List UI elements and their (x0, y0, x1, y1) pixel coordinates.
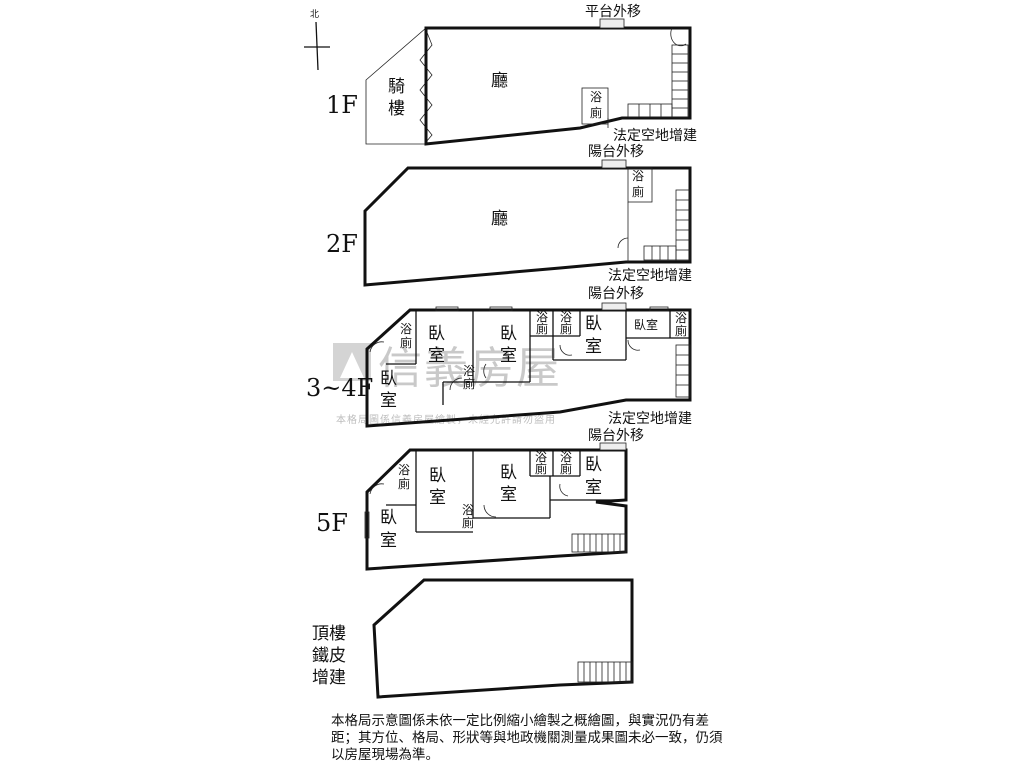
floor-2f-bath-label-2: 廁 (632, 184, 644, 199)
floor-3-4f-bath-c-label-2: 廁 (536, 321, 548, 336)
floor-3-4f-label: 3~4F (306, 374, 373, 402)
floor-5f-bedroom-4-label-2: 室 (585, 478, 602, 498)
floor-3-4f-bath-a-label-2: 廁 (400, 335, 412, 350)
floor-3-4f-bedroom-3-label-2: 室 (500, 346, 517, 366)
floor-5f-outline (365, 448, 628, 571)
floor-3-4f-bedroom-2-label-2: 室 (380, 391, 397, 411)
floor-1f-door-arc (670, 27, 687, 47)
floor-5f-bedroom-1-label-2: 室 (429, 488, 446, 508)
roof-label-1: 頂樓 (312, 624, 346, 644)
floor-5f-bedroom-3-label-2: 室 (500, 485, 517, 505)
floor-1f-bath-label-2: 廁 (590, 105, 602, 120)
disclaimer-note: 本格局示意圖係未依一定比例縮小繪製之概繪圖，與實況仍有差距；其方位、格局、形狀等… (331, 713, 723, 763)
floor-5f-stairs (571, 533, 627, 553)
floor-2f-top-note: 陽台外移 (588, 144, 644, 160)
floor-3-4f-bath-e-label-1: 浴 (675, 311, 687, 325)
floor-5f-balcony-extension (599, 442, 627, 451)
floor-2f-hall-label: 廳 (491, 209, 508, 229)
floor-3-4f-door-arc-1 (369, 341, 385, 353)
floor-5f-bedroom-2-label-2: 室 (380, 531, 397, 551)
floor-5f-door-arc-3 (559, 483, 569, 497)
floor-5f-bath-b-label-1: 浴 (462, 503, 474, 517)
floor-5f-top-note: 陽台外移 (588, 428, 644, 444)
arcade-label-2: 樓 (388, 99, 405, 119)
floor-3-4f-door-arc-3 (483, 363, 487, 379)
floor-5f-bath-a-label-1: 浴 (398, 463, 410, 477)
arcade-boundary-zigzag (419, 29, 433, 143)
floor-1f-bath-label-1: 浴 (590, 90, 602, 104)
floor-1f-outline (424, 26, 692, 146)
floor-5f-window (364, 511, 370, 539)
floor-5f-bath-d-label-2: 廁 (560, 461, 572, 476)
floor-1f-stairs (627, 44, 689, 118)
roof-outline (372, 578, 634, 699)
floor-3-4f-bath-c-label-1: 浴 (536, 310, 548, 324)
floor-3-4f-windows (435, 306, 669, 312)
floor-3-4f-bottom-note: 法定空地增建 (608, 411, 692, 427)
floor-2f-stairs (643, 189, 691, 261)
floor-3-4f-balcony-extension (601, 302, 627, 311)
platform-extension (599, 18, 625, 29)
north-label: 北 (310, 9, 319, 20)
north-arrow: 北 (304, 9, 330, 71)
north-arrow-shaft (315, 21, 319, 71)
floor-3-4f: 3~4F (306, 286, 692, 428)
floor-5f-bedroom-1-label-1: 臥 (429, 466, 446, 486)
floor-5f-label: 5F (316, 509, 348, 537)
floor-3-4f-bedroom-3-label-1: 臥 (500, 324, 517, 344)
floor-5f-bath-d-label-1: 浴 (560, 450, 572, 464)
floor-1f-top-note: 平台外移 (585, 4, 641, 20)
floor-3-4f-bedroom-1-label-1: 臥 (428, 324, 445, 344)
floor-5f-bedroom-4-label-1: 臥 (585, 455, 602, 475)
floor-3-4f-bath-b-label-1: 浴 (463, 364, 475, 378)
floor-3-4f-bedroom-5-label: 臥室 (634, 317, 658, 332)
floor-3-4f-partitions (386, 310, 690, 405)
floor-1f-label: 1F (326, 91, 358, 119)
floor-1f-hall-label: 廳 (491, 71, 508, 91)
floor-3-4f-stairs (675, 344, 691, 398)
floor-5f-bath-a-label-2: 廁 (398, 476, 410, 491)
floor-2f-label: 2F (326, 230, 358, 258)
floor-2f-bottom-note: 法定空地增建 (608, 268, 692, 284)
roof-label-3: 增建 (312, 668, 346, 688)
floor-5f-door-arc-1 (369, 483, 385, 495)
floor-5f-partitions (386, 450, 626, 533)
floor-3-4f-bedroom-4-label-2: 室 (585, 337, 602, 357)
floor-3-4f-door-arc-5 (627, 339, 641, 351)
roof-stairs (577, 661, 633, 683)
floor-3-4f-bath-d-label-1: 浴 (560, 310, 572, 324)
floor-2f-outline (363, 166, 692, 287)
floor-3-4f-bath-a-label-1: 浴 (400, 322, 412, 336)
floor-5f-bath-c-label-2: 廁 (535, 461, 547, 476)
floor-2f-bath-wall (627, 167, 653, 203)
floor-2f: 2F 廳 浴 廁 陽台外移 法定空地增建 (326, 144, 692, 287)
floor-5f-bedroom-2-label-1: 臥 (380, 508, 397, 528)
floor-3-4f-bath-e-label-2: 廁 (675, 323, 687, 338)
floor-3-4f-bath-d-label-2: 廁 (560, 321, 572, 336)
floor-roof: 頂樓 鐵皮 增建 (312, 578, 634, 699)
floor-3-4f-door-arc-2 (449, 377, 463, 391)
floor-5f-door-arc-2 (483, 504, 497, 518)
floor-3-4f-outline (365, 308, 692, 428)
floor-2f-bath-label-1: 浴 (632, 169, 644, 183)
roof-label-2: 鐵皮 (312, 646, 346, 666)
floor-2f-balcony-extension (601, 159, 627, 169)
floor-1f-bottom-note: 法定空地增建 (613, 128, 697, 144)
floor-3-4f-bedroom-1-label-2: 室 (428, 346, 445, 366)
floor-5f-bath-b-label-2: 廁 (462, 515, 474, 530)
floor-3-4f-bedroom-2-label-1: 臥 (380, 369, 397, 389)
floor-3-4f-bath-b-label-2: 廁 (463, 376, 475, 391)
floor-2f-door-arc (617, 237, 629, 249)
floor-3-4f-door-arc-4 (559, 344, 573, 356)
watermark-logo-mark-icon (340, 352, 364, 378)
floor-3-4f-top-note: 陽台外移 (588, 286, 644, 302)
arcade-label-1: 騎 (388, 77, 405, 97)
floor-5f: 5F (316, 428, 644, 571)
floor-1f-bath-wall (581, 87, 609, 125)
floor-5f-bedroom-3-label-1: 臥 (500, 463, 517, 483)
floor-3-4f-bedroom-4-label-1: 臥 (585, 314, 602, 334)
floor-1f: 1F 騎 樓 廳 浴 廁 平台外移 法定空地增建 (326, 4, 697, 146)
floor-5f-bath-c-label-1: 浴 (535, 450, 547, 464)
